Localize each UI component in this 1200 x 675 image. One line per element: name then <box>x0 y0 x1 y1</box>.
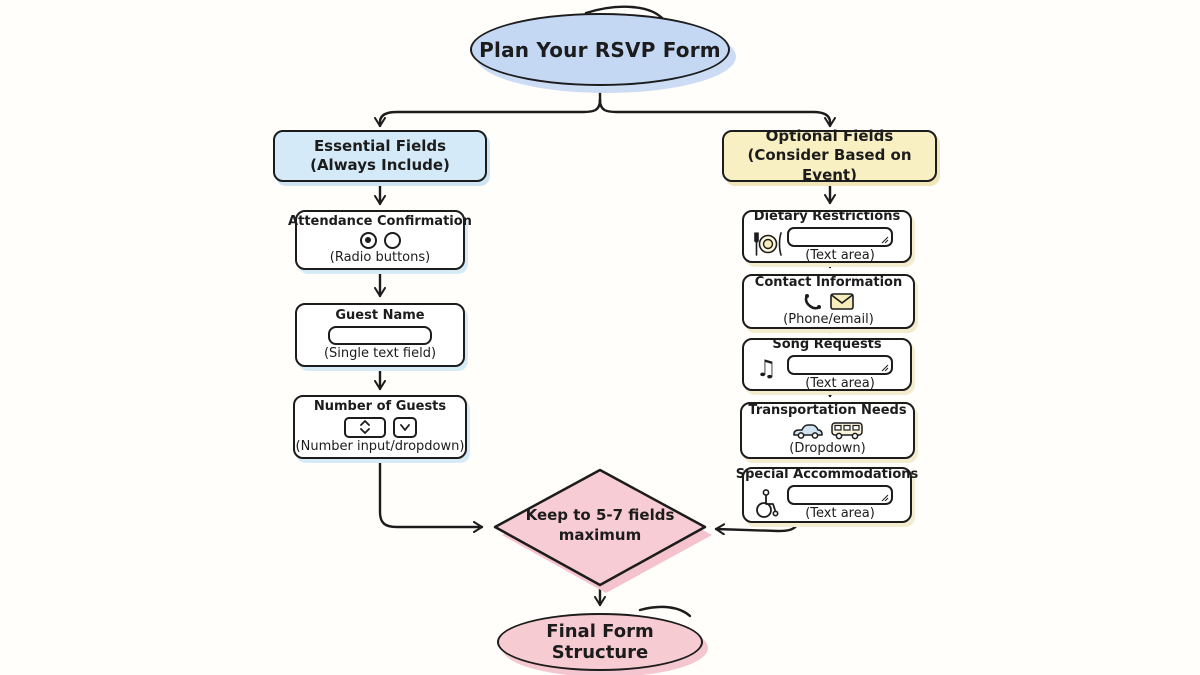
transportation-needs-box: Transportation Needs (Dropdown) <box>740 402 915 459</box>
essential-header-line1: Essential Fields <box>313 136 447 155</box>
start-node-label: Plan Your RSVP Form <box>479 37 721 62</box>
number-of-guests-box: Number of Guests (Number input/dropdown) <box>293 395 467 459</box>
arrows <box>374 5 836 618</box>
text-field-graphic <box>328 325 432 345</box>
optional-fields-header: Optional Fields (Consider Based on Event… <box>722 126 937 184</box>
start-node: Plan Your RSVP Form <box>470 13 730 86</box>
textarea-graphic <box>787 354 893 375</box>
arrow-special-to-decision <box>714 521 800 536</box>
radio-buttons-icon <box>359 231 401 249</box>
arrow-start-to-optional <box>598 98 836 128</box>
arrow-numguests-to-decision <box>378 457 484 533</box>
essential-fields-header: Essential Fields (Always Include) <box>273 130 487 182</box>
music-note-icon: ♫ <box>756 356 777 382</box>
decision-line2: maximum <box>558 525 642 544</box>
special-accommodations-box: Special Accommodations (Text area) <box>736 467 918 523</box>
phone-email-icon <box>803 293 854 311</box>
wheelchair-icon <box>753 489 779 519</box>
attendance-confirmation-box: Attendance Confirmation (Radio buttons) <box>288 210 472 270</box>
guest-name-subtitle: (Single text field) <box>323 345 437 361</box>
radio-unselected-icon <box>383 231 401 249</box>
number-spinner-dropdown-icon <box>343 416 417 438</box>
car-icon <box>793 424 823 439</box>
attendance-subtitle: (Radio buttons) <box>329 249 431 265</box>
textarea-graphic <box>787 485 893 505</box>
dietary-subtitle: (Text area) <box>805 247 875 263</box>
song-textarea-row <box>761 354 893 375</box>
transportation-title: Transportation Needs <box>748 403 907 419</box>
contact-title: Contact Information <box>754 274 903 290</box>
song-subtitle: (Text area) <box>805 375 875 391</box>
arrow-start-to-essential <box>374 98 602 128</box>
dropdown-chevron-icon <box>392 416 417 438</box>
decision-diamond-shape <box>493 468 707 587</box>
text-field-icon <box>328 325 432 345</box>
optional-header-line2: (Consider Based on Event) <box>747 146 912 184</box>
decision-line1: Keep to 5-7 fields <box>525 506 675 524</box>
essential-header-line2: (Always Include) <box>310 156 450 174</box>
number-of-guests-title: Number of Guests <box>313 398 447 414</box>
decision-node-label: Keep to 5-7 fields maximum <box>505 506 695 545</box>
guest-name-box: Guest Name (Single text field) <box>295 303 465 367</box>
end-node-label: Final Form Structure <box>546 621 654 663</box>
end-node: Final Form Structure <box>497 613 703 671</box>
email-icon <box>830 293 854 310</box>
number-spinner-icon <box>343 416 386 438</box>
guest-name-title: Guest Name <box>335 307 425 323</box>
special-textarea-row <box>761 485 893 505</box>
contact-subtitle: (Phone/email) <box>783 311 874 327</box>
optional-header-line1: Optional Fields <box>765 126 894 145</box>
contact-information-box: Contact Information (Phone/email) <box>742 274 915 329</box>
special-subtitle: (Text area) <box>805 506 875 521</box>
phone-icon <box>804 293 821 310</box>
dietary-textarea-row <box>761 226 893 247</box>
dietary-title: Dietary Restrictions <box>753 208 901 224</box>
attendance-title: Attendance Confirmation <box>288 213 472 229</box>
radio-selected-icon <box>359 231 377 249</box>
sketch-stroke-end <box>638 605 692 618</box>
song-title: Song Requests <box>772 336 882 352</box>
dining-icon <box>751 230 785 258</box>
decision-diamond <box>493 468 712 593</box>
dietary-restrictions-box: Dietary Restrictions (Text area) <box>742 208 912 263</box>
number-of-guests-subtitle: (Number input/dropdown) <box>295 438 465 454</box>
textarea-graphic <box>787 226 893 247</box>
transportation-subtitle: (Dropdown) <box>789 441 866 456</box>
song-requests-box: ♫ Song Requests (Text area) <box>742 336 912 391</box>
sketch-stroke-start <box>584 5 665 21</box>
bus-icon <box>831 422 863 440</box>
car-bus-icon <box>792 421 863 440</box>
radio-dot <box>365 237 371 243</box>
special-title: Special Accommodations <box>735 467 919 483</box>
